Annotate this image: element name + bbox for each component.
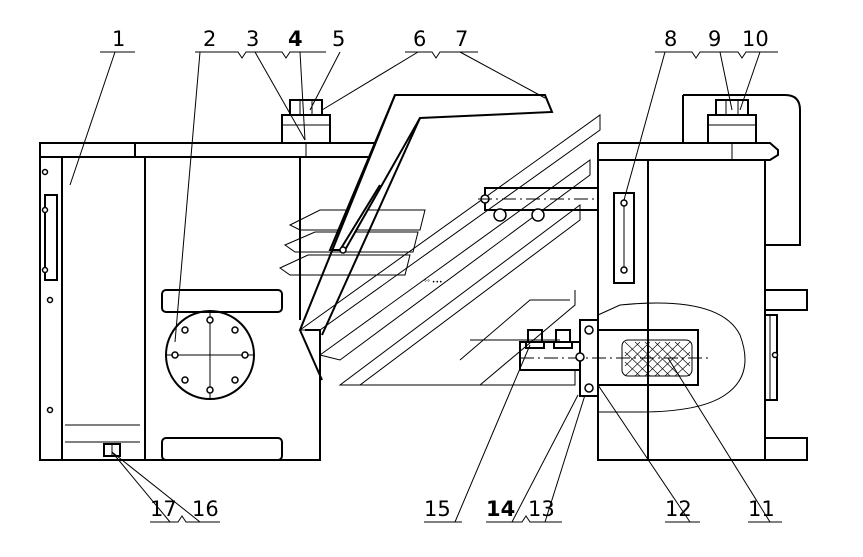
watermark-text: °° ••• [424, 279, 443, 286]
leader-lines [69, 51, 782, 523]
callout-14: 14 [486, 497, 515, 521]
slanted-panel [298, 94, 554, 381]
callout-10: 10 [742, 27, 769, 51]
callout-11: 11 [748, 497, 775, 521]
callout-labels: 1 2 3 4 5 6 7 8 9 10 17 16 15 14 13 12 1… [112, 27, 775, 521]
callout-12: 12 [665, 497, 692, 521]
suction-filter [520, 302, 746, 413]
drain-plug [103, 443, 121, 457]
callout-13: 13 [528, 497, 555, 521]
callout-8: 8 [664, 27, 677, 51]
callout-6: 6 [413, 27, 426, 51]
callout-1: 1 [112, 27, 125, 51]
left-tank [39, 99, 376, 461]
lower-pipe-fitting [519, 329, 585, 371]
callout-16: 16 [192, 497, 219, 521]
upper-pipe-fitting [478, 187, 599, 222]
callout-5: 5 [332, 27, 345, 51]
callout-7: 7 [455, 27, 468, 51]
watermark-logo [279, 114, 601, 386]
filler-cap-left [281, 99, 331, 157]
callout-15: 15 [424, 497, 451, 521]
callout-2: 2 [203, 27, 216, 51]
right-tank [478, 94, 808, 461]
callout-9: 9 [708, 27, 721, 51]
filler-cap-right [707, 99, 757, 160]
callout-4: 4 [288, 27, 303, 51]
inspection-cover [165, 310, 255, 400]
callout-3: 3 [246, 27, 259, 51]
callout-17: 17 [150, 497, 177, 521]
